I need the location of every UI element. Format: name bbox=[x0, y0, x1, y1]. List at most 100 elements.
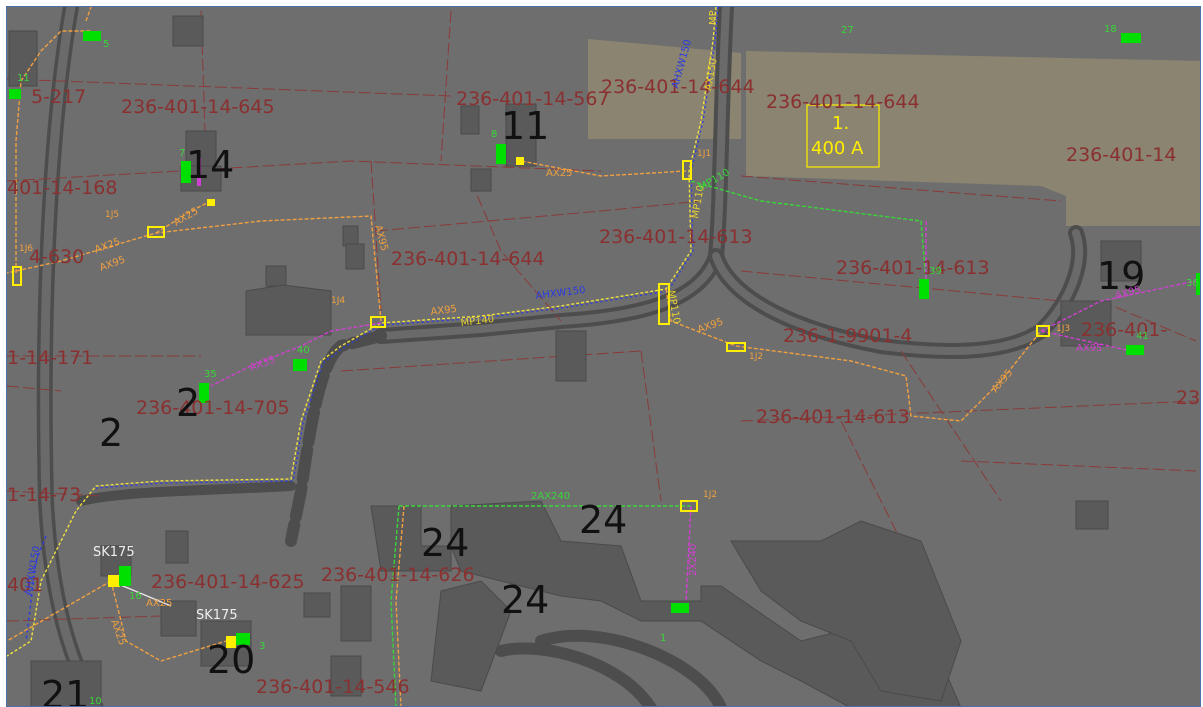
utility-map[interactable]: 1. 400 A 5-217 236-401-14-645 236-401-14… bbox=[7, 7, 1201, 707]
point-label: 39 bbox=[929, 266, 942, 277]
junction-labels: 1J1 1J2 1J3 1J4 1J5 1J6 1J2 bbox=[19, 149, 1070, 500]
point-label: 10 bbox=[89, 696, 102, 707]
transformer-number: 1. bbox=[832, 113, 849, 134]
cable-label: AX25 bbox=[546, 168, 572, 179]
cable-label: 2X240 bbox=[688, 544, 699, 576]
meter-marker bbox=[1121, 33, 1141, 43]
parcel-label: 401 bbox=[7, 574, 43, 596]
house-numbers: 14 11 19 2 2 24 24 24 20 21 bbox=[41, 104, 1145, 707]
house-number: 24 bbox=[501, 578, 549, 622]
meters bbox=[9, 31, 1200, 645]
parcel-label: 236-401-14 bbox=[1066, 144, 1176, 166]
junction-label: 1J6 bbox=[19, 244, 33, 254]
junction-marker bbox=[147, 226, 165, 238]
point-label: 40 bbox=[297, 345, 310, 356]
fuse-symbols bbox=[207, 157, 524, 206]
meter-marker bbox=[83, 31, 101, 41]
parcel-label: 236-401-14-705 bbox=[136, 397, 290, 419]
point-label: 36 bbox=[1186, 278, 1199, 289]
house-number: 21 bbox=[41, 673, 89, 707]
meter-marker bbox=[919, 279, 929, 299]
cabinet-label: SK175 bbox=[196, 608, 238, 623]
parcel-labels: 5-217 236-401-14-645 236-401-14-567 236-… bbox=[7, 76, 1200, 698]
parcel-label: 5-217 bbox=[31, 86, 86, 108]
parcel-label: 236-401-14-644 bbox=[601, 76, 755, 98]
meter-marker bbox=[1196, 273, 1200, 295]
cable-label: AHXW150 bbox=[535, 285, 586, 302]
roads bbox=[36, 7, 1088, 706]
point-label: 5 bbox=[103, 39, 109, 50]
parcel-label: 236-401-14-567 bbox=[456, 88, 610, 110]
cabinet-label: SK175 bbox=[93, 545, 135, 560]
parcel-label: 1-14-73 bbox=[7, 484, 81, 506]
parcel-label: 236-401- bbox=[1081, 319, 1167, 341]
meter-marker bbox=[236, 633, 250, 645]
parcel-label: 236-401-14-625 bbox=[151, 571, 305, 593]
cable-label: MP bbox=[708, 10, 719, 25]
parcel-label: 1-14-171 bbox=[7, 347, 93, 369]
point-label: 16 bbox=[129, 591, 142, 602]
point-label: 7 bbox=[179, 148, 185, 159]
parcel-label: 23 bbox=[1176, 387, 1200, 409]
meter-marker bbox=[9, 89, 21, 99]
junction-label: 1J4 bbox=[331, 296, 345, 306]
house-number: 24 bbox=[421, 521, 469, 565]
cabinet-labels: SK175 SK175 bbox=[93, 545, 238, 623]
parcel-label: 236-401-14-613 bbox=[836, 257, 990, 279]
parcel-label: 236-401-14-613 bbox=[756, 406, 910, 428]
meter-marker bbox=[119, 566, 131, 586]
house-number: 14 bbox=[186, 143, 234, 187]
junction-marker bbox=[370, 316, 386, 328]
point-label: 41 bbox=[1136, 331, 1149, 342]
parcel-label: 236-1-9901-4 bbox=[783, 325, 912, 347]
parcel-label: 236-401-14-644 bbox=[766, 91, 920, 113]
parcel-label: 401-14-168 bbox=[7, 177, 117, 199]
junction-marker bbox=[226, 636, 236, 648]
house-number: 20 bbox=[207, 638, 255, 682]
meter-marker bbox=[199, 383, 209, 403]
field-area bbox=[746, 51, 1200, 226]
parcel-label: 236-401-14-546 bbox=[256, 676, 410, 698]
cable-label: AX95 bbox=[430, 304, 458, 318]
junction-label: 1J5 bbox=[105, 210, 119, 220]
cable-label: AX95 bbox=[98, 254, 127, 273]
point-label: 27 bbox=[841, 25, 854, 36]
meter-marker bbox=[1126, 345, 1144, 355]
map-viewport[interactable]: 1. 400 A 5-217 236-401-14-645 236-401-14… bbox=[6, 6, 1201, 707]
house-number: 19 bbox=[1097, 254, 1145, 298]
junction-marker bbox=[726, 342, 746, 352]
house-number: 2 bbox=[176, 381, 200, 425]
point-label: 8 bbox=[491, 129, 497, 140]
cable-label: AX25 bbox=[146, 598, 172, 609]
parcel-label: 4-630 bbox=[29, 246, 84, 268]
junction-marker bbox=[1036, 325, 1050, 337]
parcel-label: 236-401-14-644 bbox=[391, 248, 545, 270]
point-label: 3 bbox=[259, 641, 265, 652]
cable-label: AX35 bbox=[248, 354, 277, 373]
house-number: 24 bbox=[579, 498, 627, 542]
house-number: 2 bbox=[99, 411, 123, 455]
junction-marker bbox=[680, 500, 698, 512]
meter-marker bbox=[293, 359, 307, 371]
junction-marker bbox=[682, 160, 692, 180]
buildings bbox=[8, 15, 1142, 706]
cable-label: AX95 bbox=[1076, 343, 1102, 354]
transformer-rating: 400 A bbox=[811, 138, 864, 159]
point-label: 18 bbox=[1104, 24, 1117, 35]
junction-label: 1J2 bbox=[703, 490, 717, 500]
house-number: 11 bbox=[501, 104, 549, 148]
junction-marker bbox=[12, 266, 22, 286]
point-label: 1 bbox=[660, 633, 666, 644]
point-label: 11 bbox=[17, 73, 30, 84]
junction-marker bbox=[658, 283, 670, 325]
junction-label: 1J2 bbox=[749, 352, 763, 362]
cable-label: MP140 bbox=[460, 314, 495, 329]
meter-marker bbox=[671, 603, 689, 613]
parcel-label: 236-401-14-645 bbox=[121, 96, 275, 118]
parcel-label: 236-401-14-626 bbox=[321, 564, 475, 586]
meter-marker bbox=[181, 161, 191, 183]
cable-label: AX25 bbox=[108, 618, 127, 647]
transformer-station[interactable]: 1. 400 A bbox=[806, 104, 880, 168]
point-label: 35 bbox=[204, 369, 217, 380]
vertical-fuse bbox=[197, 158, 201, 186]
